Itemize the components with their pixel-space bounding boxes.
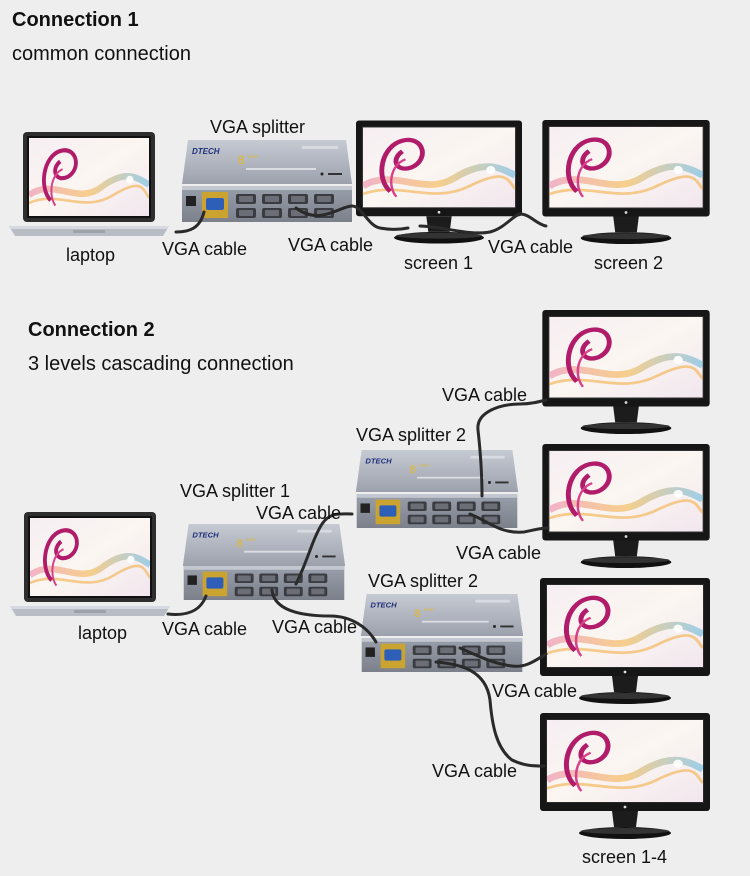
label-laptop-2: laptop — [78, 623, 128, 643]
label-vga-cable-screen3: VGA cable — [492, 681, 578, 701]
laptop-icon-2 — [10, 512, 170, 616]
label-vga-cable-screen2: VGA cable — [456, 543, 542, 563]
connection1-subtitle: common connection — [12, 43, 191, 65]
vga-splitter-icon-level2-top — [355, 450, 519, 528]
label-vga-cable-1b: VGA cable — [288, 235, 374, 255]
label-vga-cable-top: VGA cable — [442, 385, 528, 405]
monitor-icon-screen-a — [542, 310, 709, 434]
connection2-subtitle: 3 levels cascading connection — [28, 353, 294, 375]
cables-connection2 — [166, 398, 550, 768]
vga-splitter-icon-level1 — [182, 524, 346, 600]
label-vga-splitter2-bottom: VGA splitter 2 — [368, 571, 479, 591]
label-screens-1-4: screen 1-4 — [582, 847, 668, 867]
vga-splitter-icon-1 — [182, 140, 352, 222]
label-laptop-1: laptop — [66, 245, 116, 265]
monitor-icon-screen-b — [542, 444, 709, 568]
label-screen2: screen 2 — [594, 253, 664, 273]
label-vga-cable-upper: VGA cable — [256, 503, 342, 523]
label-vga-cable-screen4: VGA cable — [432, 761, 518, 781]
monitor-icon-screen1 — [356, 121, 522, 244]
label-screen1: screen 1 — [404, 253, 474, 273]
label-vga-cable-1c: VGA cable — [488, 237, 574, 257]
label-vga-splitter: VGA splitter — [210, 117, 306, 137]
label-vga-splitter2-top: VGA splitter 2 — [356, 425, 467, 445]
label-vga-splitter1: VGA splitter 1 — [180, 481, 291, 501]
label-vga-cable-mid: VGA cable — [272, 617, 358, 637]
monitor-icon-screen-d — [540, 713, 710, 839]
label-vga-cable-1a: VGA cable — [162, 239, 248, 259]
monitor-icon-screen2 — [542, 120, 709, 244]
laptop-icon-1 — [9, 132, 169, 236]
connection1-title: Connection 1 — [12, 9, 139, 31]
label-vga-cable-laptop: VGA cable — [162, 619, 248, 639]
connection2-title: Connection 2 — [28, 319, 155, 341]
cables-connection1 — [174, 204, 548, 235]
vga-splitter-icon-level2-bottom — [360, 594, 524, 672]
